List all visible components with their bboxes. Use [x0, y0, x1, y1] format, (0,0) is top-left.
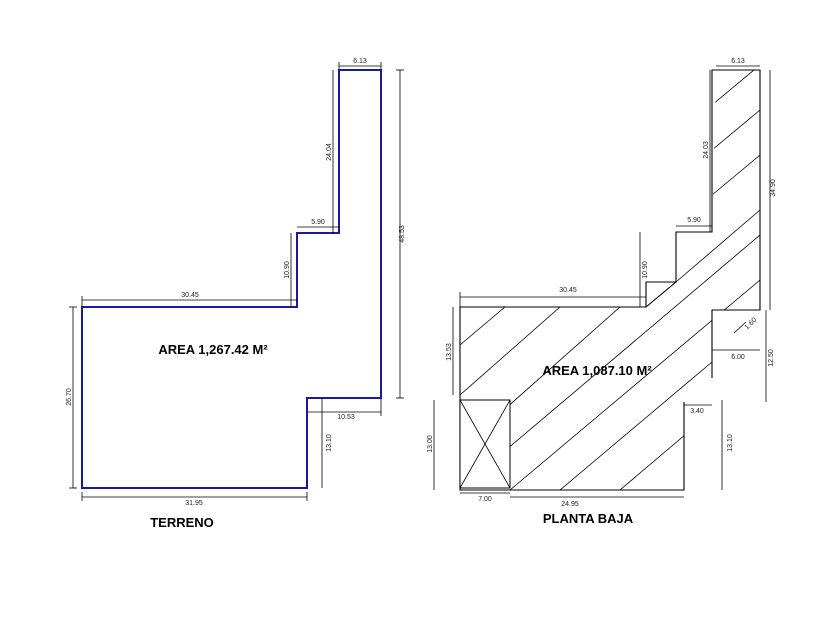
lot-step-height: 10.90 — [284, 261, 291, 279]
pb-title: PLANTA BAJA — [543, 511, 634, 526]
pb-right-lower-height: 13.10 — [727, 434, 734, 452]
terreno-drawing: 6.13 24.04 5.90 10.90 30.45 48.53 26.70 … — [66, 58, 406, 530]
pb-box-width: 7.00 — [478, 496, 492, 503]
lot-tower-height: 24.04 — [326, 143, 333, 161]
lot-area-label: AREA 1,267.42 M² — [158, 342, 268, 357]
pb-small-step: 3.40 — [690, 408, 704, 415]
lot-notch-width: 10.53 — [337, 414, 355, 421]
lot-step-width: 5.90 — [311, 219, 325, 226]
pb-step-width: 5.90 — [687, 217, 701, 224]
pb-main-width: 30.45 — [559, 287, 577, 294]
pb-top-width: 6.13 — [731, 58, 745, 65]
pb-left-height: 13.53 — [446, 343, 453, 361]
lot-left-height: 26.70 — [66, 388, 73, 406]
pb-diag-small: 1.60 — [744, 317, 759, 332]
lot-notch-height: 13.10 — [326, 434, 333, 452]
lot-boundary — [81, 69, 382, 489]
pb-recess-height: 12.50 — [768, 349, 775, 367]
planta-baja-drawing: 6.13 24.03 34.90 5.90 10.90 30.45 13.53 … — [427, 58, 777, 526]
lot-top-width: 6.13 — [353, 58, 367, 65]
pb-right-height: 34.90 — [770, 179, 777, 197]
pb-bottom-width: 24.95 — [561, 501, 579, 508]
pb-left-lower-height: 13.00 — [427, 435, 434, 453]
pb-step-height: 10.90 — [642, 261, 649, 279]
lot-bottom-width: 31.95 — [185, 500, 203, 507]
pb-tower-height: 24.03 — [703, 141, 710, 159]
lot-right-height: 48.53 — [399, 225, 406, 243]
pb-recess-width: 6.00 — [731, 354, 745, 361]
lot-title: TERRENO — [150, 515, 214, 530]
lot-main-width: 30.45 — [181, 292, 199, 299]
pb-area-label: AREA 1,087.10 M² — [542, 363, 652, 378]
